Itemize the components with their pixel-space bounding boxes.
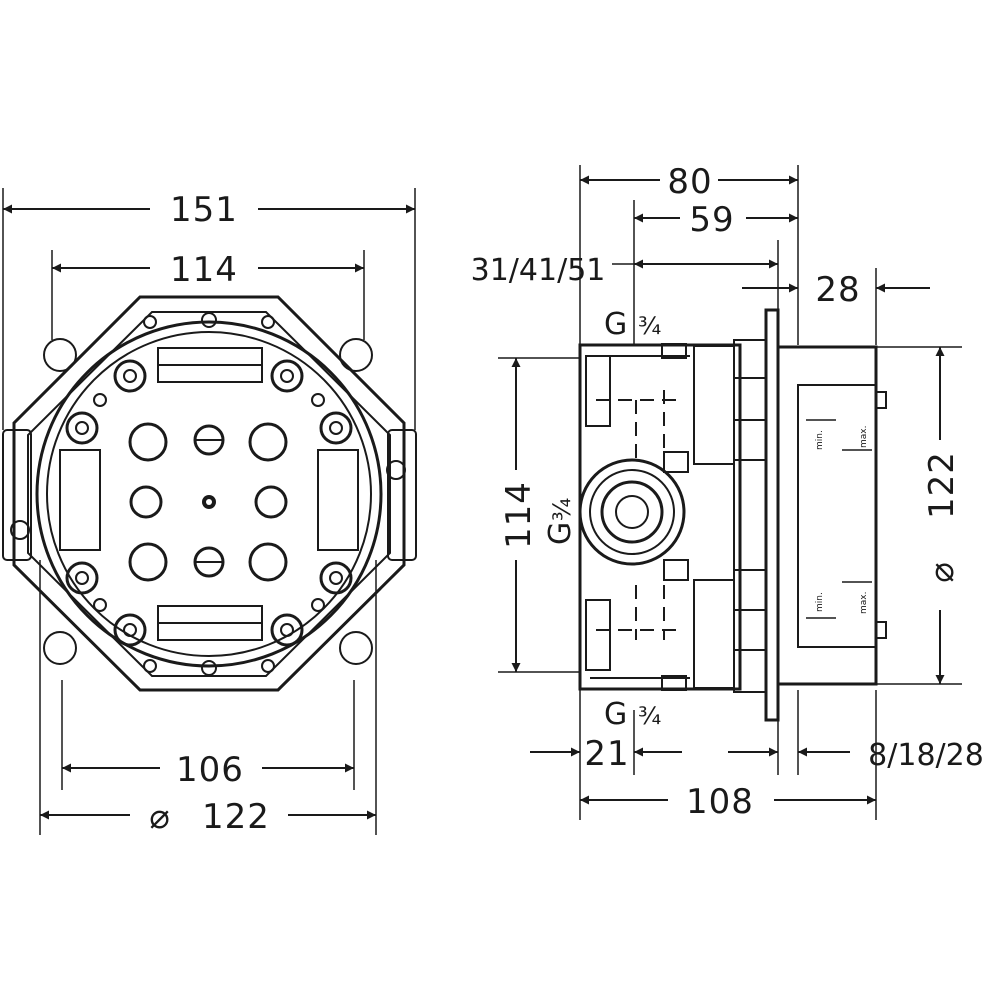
side-view: 80 59 31/41/51 28 G ¾ G ¾ bbox=[471, 162, 984, 822]
front-view: 151 114 106 ⌀ 122 bbox=[2, 188, 417, 837]
port-tab bbox=[661, 675, 687, 691]
central-connector-mid bbox=[589, 469, 675, 555]
central-connector-bore bbox=[615, 495, 649, 529]
side-clip-left bbox=[2, 429, 32, 561]
diameter-symbol-side: ⌀ bbox=[922, 561, 962, 582]
side-pocket bbox=[585, 599, 611, 671]
dim-text-108: 108 bbox=[686, 782, 754, 822]
dim-text-31-41-51: 31/41/51 bbox=[471, 253, 606, 288]
min-max-bottom: min. max. bbox=[806, 581, 872, 619]
thread-fraction-bottom: ¾ bbox=[638, 702, 661, 730]
dim-text-59: 59 bbox=[689, 200, 734, 240]
dimension-31-41-51: 31/41/51 bbox=[471, 253, 778, 288]
housing-inner-edge bbox=[27, 311, 391, 677]
inner-block bbox=[693, 579, 735, 689]
left-bracket bbox=[59, 449, 101, 551]
port-tab bbox=[663, 559, 689, 581]
mount-lug bbox=[43, 338, 77, 372]
thread-label-bottom: G ¾ bbox=[604, 697, 661, 732]
dimension-diameter-122-front: ⌀ 122 bbox=[40, 797, 376, 837]
diameter-symbol: ⌀ bbox=[149, 797, 170, 837]
screw-bosses bbox=[65, 359, 353, 647]
mount-lug bbox=[43, 631, 77, 665]
box-body bbox=[578, 343, 742, 691]
dimension-80: 80 bbox=[580, 162, 798, 202]
front-plate bbox=[764, 308, 780, 722]
main-ring-inner bbox=[46, 331, 372, 657]
trim-inner bbox=[797, 384, 877, 648]
dimension-151: 151 bbox=[3, 190, 415, 230]
inner-block bbox=[693, 345, 735, 465]
min-max-top: min. max. bbox=[806, 419, 872, 451]
thread-fraction-top: ¾ bbox=[638, 312, 661, 340]
dim-text-8-18-28: 8/18/28 bbox=[868, 738, 984, 773]
dim-text-122-side: 122 bbox=[922, 451, 962, 519]
dimension-8-18-28: 8/18/28 bbox=[728, 738, 984, 773]
dim-text-114-side: 114 bbox=[499, 481, 539, 549]
dimension-114-side: 114 G ¾ bbox=[499, 358, 578, 672]
dimension-114-top: 114 bbox=[52, 250, 364, 290]
dim-text-21: 21 bbox=[584, 734, 629, 774]
dim-text-114: 114 bbox=[170, 250, 238, 290]
thread-label-top: G ¾ bbox=[604, 307, 661, 342]
dimension-21: 21 bbox=[530, 734, 682, 774]
dimension-diameter-122-side: 122 ⌀ bbox=[922, 347, 962, 684]
central-connector-inner bbox=[600, 480, 664, 544]
dim-text-151: 151 bbox=[170, 190, 238, 230]
dimension-106: 106 bbox=[62, 750, 354, 790]
dim-text-106: 106 bbox=[176, 750, 244, 790]
label-min-bottom: min. bbox=[815, 592, 825, 612]
label-max-top: max. bbox=[859, 426, 869, 448]
rim-holes bbox=[93, 312, 325, 676]
dim-text-122: 122 bbox=[202, 797, 270, 837]
side-clip-right bbox=[387, 429, 417, 561]
dimension-59: 59 bbox=[634, 200, 798, 240]
dim-text-28: 28 bbox=[815, 270, 860, 310]
mount-lug bbox=[339, 338, 373, 372]
side-clip-hole bbox=[10, 520, 30, 540]
thread-g-top: G bbox=[604, 307, 627, 342]
side-clip-hole bbox=[386, 460, 406, 480]
thread-g-bottom: G bbox=[604, 697, 627, 732]
thread-fraction-middle: ¾ bbox=[548, 498, 576, 521]
trim-housing bbox=[776, 345, 878, 686]
right-bracket bbox=[317, 449, 359, 551]
housing-octagon bbox=[12, 295, 406, 692]
label-min-top: min. bbox=[815, 430, 825, 450]
main-ring bbox=[35, 320, 383, 668]
central-connector-outer bbox=[578, 458, 686, 566]
dimension-108: 108 bbox=[580, 782, 876, 822]
port-grid bbox=[128, 422, 288, 582]
port-tab bbox=[661, 343, 687, 359]
side-pocket bbox=[585, 355, 611, 427]
port-tab bbox=[663, 451, 689, 473]
thread-g-middle: G bbox=[543, 522, 578, 545]
dim-text-80: 80 bbox=[667, 162, 712, 202]
label-max-bottom: max. bbox=[859, 592, 869, 614]
mount-lug bbox=[339, 631, 373, 665]
dimension-28-top: 28 bbox=[742, 270, 930, 310]
